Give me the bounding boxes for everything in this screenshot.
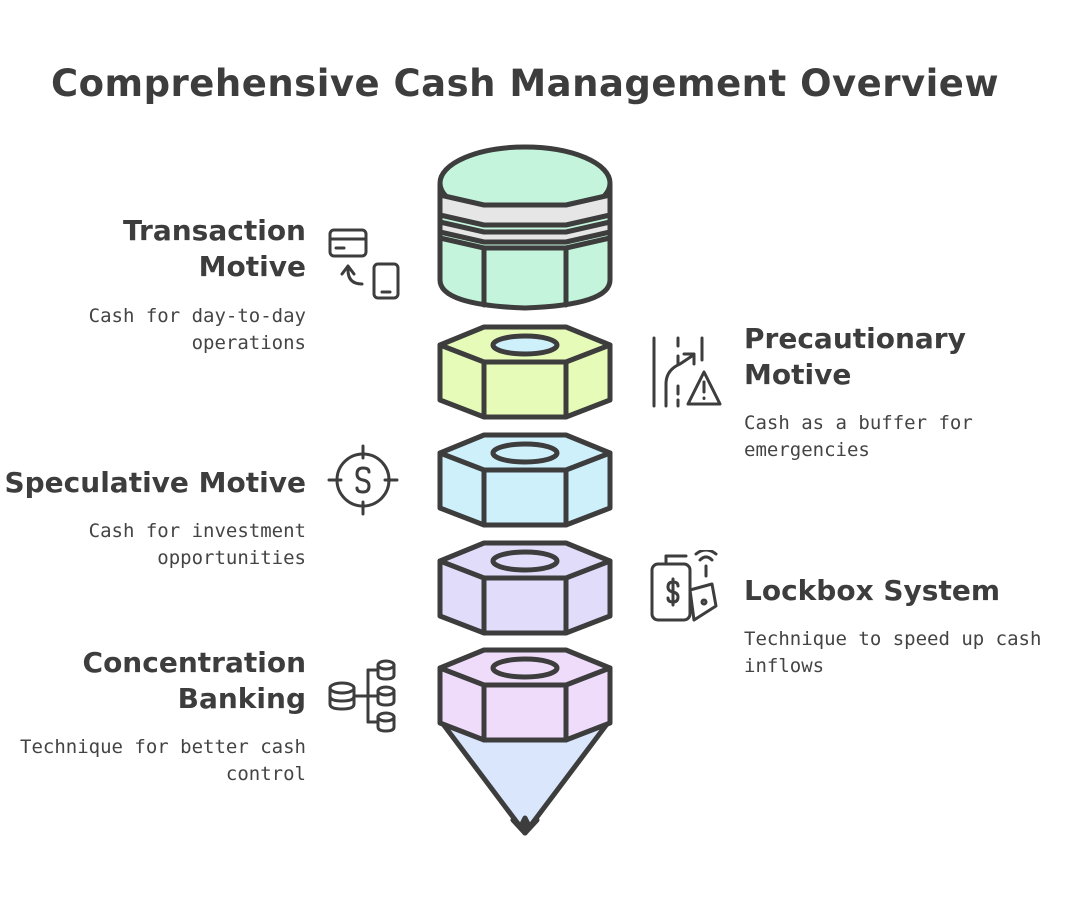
hex-segment-lockbox [437, 540, 613, 636]
transaction-desc-line1: Cash for day-to-day [88, 305, 306, 327]
hex-segment-concentration [437, 647, 613, 836]
concentration-banking-heading: Concentration Banking [40, 645, 306, 717]
diagram-title: Comprehensive Cash Management Overview [50, 62, 1000, 105]
precautionary-desc-line2: emergencies [744, 439, 870, 461]
concentration-heading-line1: Concentration [82, 646, 306, 679]
precautionary-desc-line1: Cash as a buffer for [744, 412, 973, 434]
dollar-target-icon [327, 444, 399, 516]
concentration-desc-line2: control [225, 763, 306, 785]
precautionary-motive-heading: Precautionary Motive [744, 321, 1044, 393]
card-phone-transfer-icon [328, 228, 400, 300]
road-warning-icon [652, 336, 722, 408]
lockbox-desc-line1: Technique to speed up cash [744, 628, 1042, 650]
precautionary-heading-line1: Precautionary [744, 322, 966, 355]
transaction-motive-heading: Transaction Motive [60, 213, 306, 285]
transaction-heading-line1: Transaction [123, 214, 306, 247]
precautionary-motive-description: Cash as a buffer for emergencies [744, 410, 1044, 464]
top-cap-segment [437, 144, 613, 311]
lockbox-system-description: Technique to speed up cash inflows [744, 626, 1074, 680]
lockbox-desc-line2: inflows [744, 655, 825, 677]
hex-segment-speculative [437, 432, 613, 528]
speculative-motive-heading: Speculative Motive [4, 466, 306, 499]
transaction-heading-line2: Motive [198, 250, 306, 283]
database-merge-icon [328, 659, 396, 733]
transaction-motive-description: Cash for day-to-day operations [40, 303, 306, 357]
speculative-desc-line2: opportunities [157, 547, 306, 569]
hex-segment-precautionary [437, 324, 613, 420]
lockbox-system-heading: Lockbox System [744, 574, 1001, 607]
concentration-desc-line1: Technique for better cash [20, 736, 306, 758]
speculative-motive-description: Cash for investment opportunities [40, 518, 306, 572]
wireless-wallet-icon [650, 550, 718, 622]
concentration-banking-description: Technique for better cash control [0, 734, 306, 788]
concentration-heading-line2: Banking [177, 682, 306, 715]
transaction-desc-line2: operations [191, 332, 306, 354]
precautionary-heading-line2: Motive [744, 358, 852, 391]
speculative-desc-line1: Cash for investment [88, 520, 306, 542]
